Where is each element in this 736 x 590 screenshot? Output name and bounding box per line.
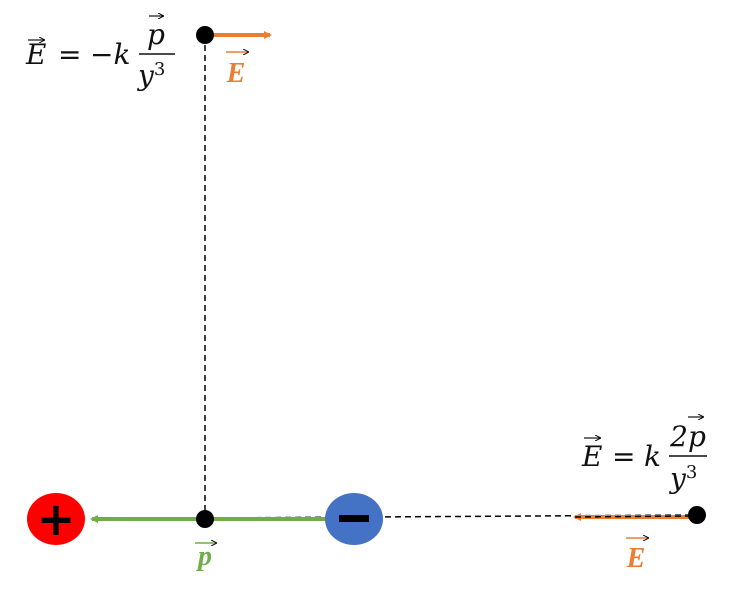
right-formula: E = k 2p y3: [581, 417, 707, 495]
formula-eq: =: [612, 440, 635, 473]
formula-denominator: y3: [668, 462, 697, 495]
minus-sign: [339, 515, 369, 522]
formula-denominator: y3: [136, 59, 165, 92]
right-point: [688, 506, 706, 524]
formula-coef: −k: [90, 38, 130, 71]
top-field-label: E: [226, 58, 246, 89]
formula-lhs: E: [581, 440, 602, 473]
plus-sign: +: [37, 492, 76, 546]
formula-eq: =: [58, 38, 81, 71]
top-formula: E = −k p y3: [25, 16, 175, 92]
positive-charge: [27, 493, 85, 545]
formula-coef: k: [644, 440, 661, 473]
dashed-overlay: [574, 515, 691, 518]
dipole-label: p: [196, 541, 212, 572]
top-point: [196, 26, 214, 44]
formula-numerator: p: [147, 18, 165, 51]
right-field-label: E: [626, 543, 646, 574]
formula-numerator: 2p: [669, 420, 706, 453]
formula-lhs: E: [25, 38, 46, 71]
center-point: [196, 510, 214, 528]
